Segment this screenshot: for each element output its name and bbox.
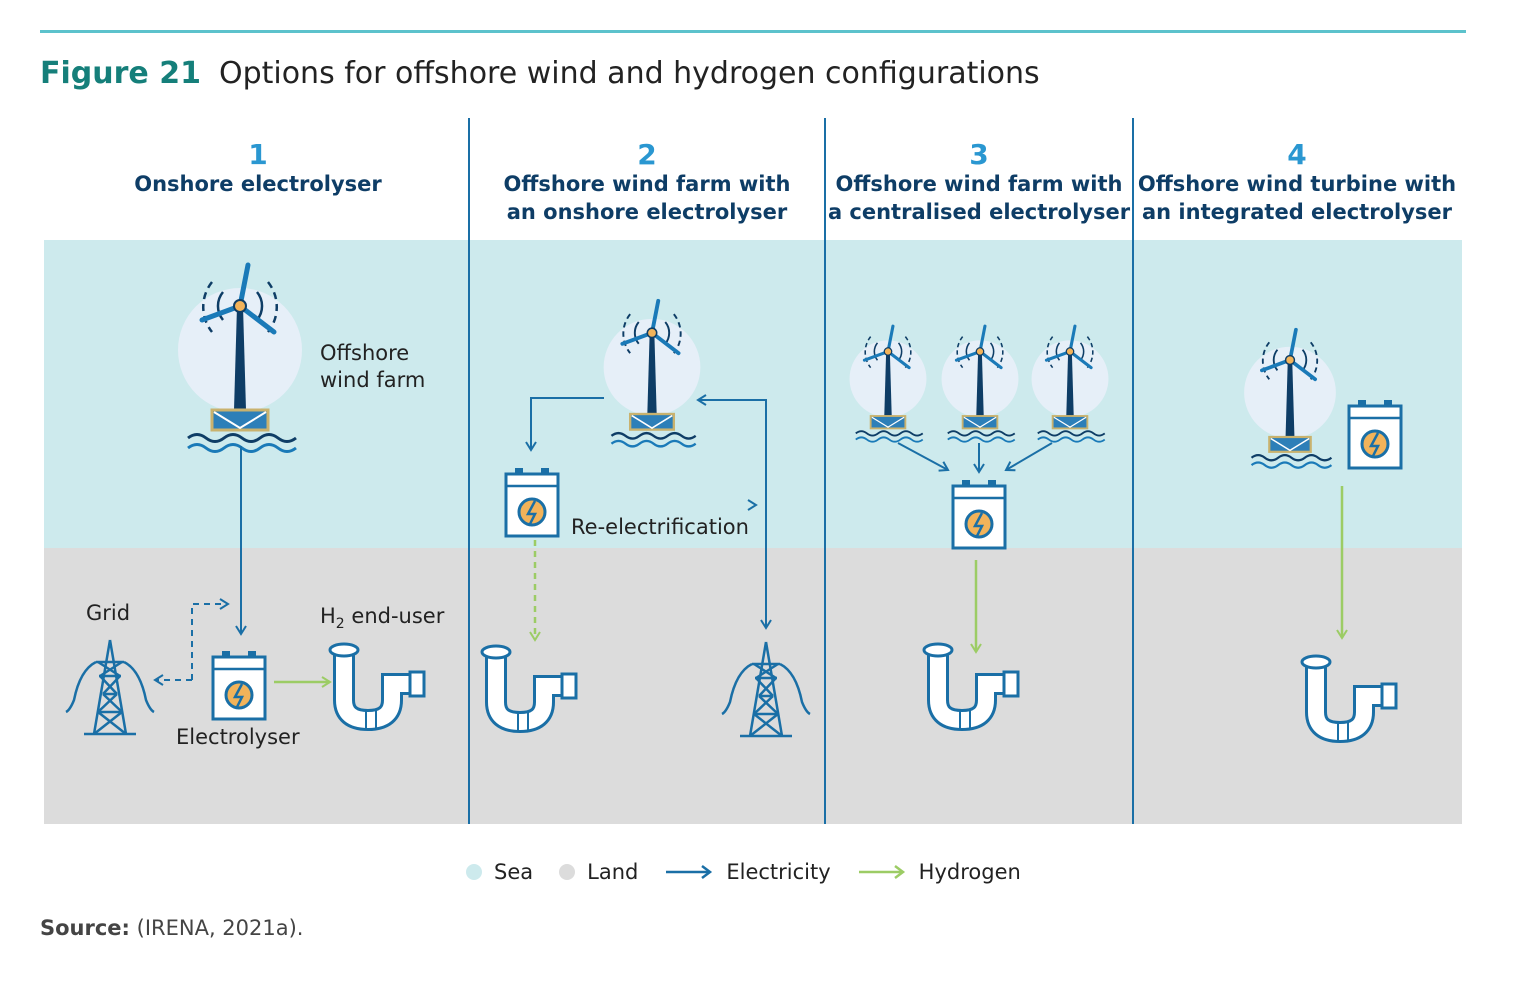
figure-title: Figure 21 Options for offshore wind and h… [40, 56, 1040, 91]
land-swatch [559, 864, 576, 880]
column-title-line2: an onshore electrolyser [506, 200, 788, 224]
electrolyser-label: Electrolyser [176, 725, 300, 749]
hydrogen-arrow-icon [858, 865, 905, 879]
electricity-arrow [1004, 442, 1053, 472]
electrolyser-icon [1347, 398, 1403, 470]
column-divider [1132, 118, 1134, 824]
h2-subscript: 2 [335, 616, 345, 633]
column-1-heading: 1 Onshore electrolyser [60, 140, 456, 198]
figure-title-text: Options for offshore wind and hydrogen c… [218, 56, 1040, 91]
land-band [44, 548, 1462, 824]
electricity-arrow [525, 397, 604, 452]
reelectrification-label: Re-electrification [571, 515, 749, 539]
electricity-arrow [696, 394, 767, 620]
electrolyser-icon [951, 478, 1007, 550]
column-4-heading: 4 Offshore wind turbine with an integrat… [1134, 140, 1460, 226]
column-divider [824, 118, 826, 824]
wind-turbine-icon [601, 298, 703, 449]
column-number: 4 [1287, 138, 1307, 171]
top-rule [40, 30, 1466, 33]
legend-electricity-label: Electricity [726, 860, 831, 884]
legend-hydrogen-label: Hydrogen [918, 860, 1021, 884]
legend-sea: Sea [466, 860, 533, 884]
column-3-heading: 3 Offshore wind farm with a centralised … [826, 140, 1132, 226]
wind-turbine-icon [848, 324, 928, 444]
source-label: Source: [40, 916, 130, 940]
wind-turbine-icon [1242, 327, 1338, 470]
h2-suffix: end-user [344, 604, 445, 628]
grid-label: Grid [86, 601, 131, 625]
pipe-icon [1302, 656, 1396, 740]
wind-turbine-icon [178, 265, 302, 452]
legend-land-label: Land [587, 860, 639, 884]
pylon-icon [720, 640, 812, 738]
source-text: (IRENA, 2021a). [129, 916, 304, 940]
pipe-icon [330, 644, 424, 728]
legend-electricity: Electricity [664, 860, 831, 884]
legend-land: Land [559, 860, 638, 884]
pylon-icon [64, 638, 156, 736]
column-2-heading: 2 Offshore wind farm with an onshore ele… [470, 140, 824, 226]
sea-swatch [466, 864, 482, 880]
column-title-line2: an integrated electrolyser [1142, 200, 1452, 224]
electricity-arrow-dashed [191, 598, 230, 680]
column-title-line2: a centralised electrolyser [827, 200, 1131, 224]
electricity-arrow [897, 442, 950, 472]
electricity-arrow-icon [666, 865, 713, 879]
column-number: 1 [248, 138, 268, 171]
column-number: 3 [969, 138, 989, 171]
column-title-line1: Onshore electrolyser [134, 172, 382, 196]
column-number: 2 [637, 138, 657, 171]
wind-turbine-icon [1030, 324, 1110, 444]
column-title-line1: Offshore wind farm with [835, 172, 1123, 196]
legend-hydrogen: Hydrogen [857, 860, 1021, 884]
electrolyser-icon [504, 466, 560, 538]
pipe-icon [924, 644, 1018, 728]
electrolyser-icon [211, 649, 267, 721]
column-title-line1: Offshore wind turbine with [1137, 172, 1457, 196]
h2-prefix: H [320, 604, 336, 628]
column-divider [468, 118, 470, 824]
figure-label: Figure 21 [40, 56, 201, 91]
legend-sea-label: Sea [494, 860, 534, 884]
wind-turbine-icon [940, 324, 1020, 444]
pipe-icon [482, 646, 576, 730]
legend: Sea Land Electricity Hydrogen [466, 858, 1047, 886]
offshore-label-line2: wind farm [320, 368, 426, 392]
offshore-wind-farm-label: Offshore wind farm [320, 340, 425, 394]
offshore-label-line1: Offshore [320, 341, 410, 365]
h2-end-user-label: H2 end-user [320, 604, 444, 632]
column-title-line1: Offshore wind farm with [503, 172, 791, 196]
source-note: Source: (IRENA, 2021a). [40, 916, 303, 940]
